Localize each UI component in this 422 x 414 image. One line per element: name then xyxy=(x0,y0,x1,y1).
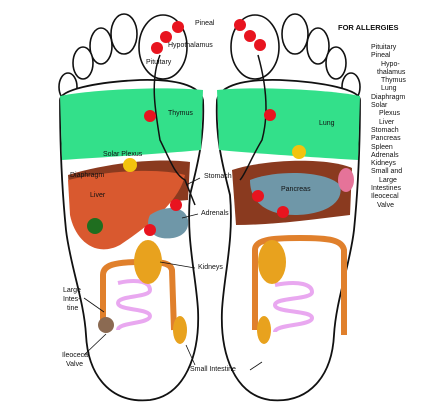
pineal-point-right xyxy=(234,19,246,31)
side-list-item: Intestines xyxy=(371,185,421,193)
label-liver: Liver xyxy=(90,192,105,200)
label-adrenals: Adrenals xyxy=(201,210,229,218)
side-list-item: Solar xyxy=(371,102,421,110)
side-list-item: Hypo- xyxy=(371,61,421,69)
side-list-item: Spleen xyxy=(371,144,421,152)
side-list-item: Thymus xyxy=(371,77,421,85)
solar-plexus-point xyxy=(123,158,137,172)
pineal-point xyxy=(172,21,184,33)
adrenal-point-right-1 xyxy=(252,190,264,202)
side-list-item: Kidneys xyxy=(371,160,421,168)
title: FOR ALLERGIES xyxy=(338,24,399,32)
pituitary-point-right xyxy=(254,39,266,51)
right-ureter-blob xyxy=(257,316,271,344)
label-pancreas: Pancreas xyxy=(281,186,311,194)
solar-plexus-point-right xyxy=(292,145,306,159)
left-toe-2 xyxy=(111,14,137,54)
side-list-item: Small and xyxy=(371,168,421,176)
label-solar-plexus: Solar Plexus xyxy=(103,151,142,159)
left-ureter-blob xyxy=(173,316,187,344)
spleen xyxy=(338,168,354,192)
side-list-item: Plexus xyxy=(371,110,421,118)
side-list-item: Valve xyxy=(371,202,421,210)
right-kidney xyxy=(258,240,286,284)
thymus-point-right xyxy=(264,109,276,121)
hypothalamus-point-right xyxy=(244,30,256,42)
label-lung: Lung xyxy=(319,120,335,128)
side-list-item: Large xyxy=(371,177,421,185)
side-list-item: Pineal xyxy=(371,52,421,60)
pituitary-point xyxy=(151,42,163,54)
right-lung-zone xyxy=(217,88,360,160)
label-stomach: Stomach xyxy=(204,173,232,181)
label-hypothalamus: Hypothalamus xyxy=(168,42,213,50)
right-foot xyxy=(217,14,360,400)
label-pineal: Pineal xyxy=(195,20,214,28)
side-list-item: Adrenals xyxy=(371,152,421,160)
label-large-intestine-2: Intes- xyxy=(63,296,81,304)
label-large-intestine-1: Large xyxy=(63,287,81,295)
gallbladder xyxy=(87,218,103,234)
side-list-item: Liver xyxy=(371,119,421,127)
label-thymus: Thymus xyxy=(168,110,193,118)
ileocecal-valve xyxy=(98,317,114,333)
adrenal-point-left-1 xyxy=(170,199,182,211)
side-list-item: Stomach xyxy=(371,127,421,135)
label-ileocecal-2: Valve xyxy=(66,361,83,369)
label-kidneys: Kidneys xyxy=(198,264,223,272)
right-toe-2 xyxy=(282,14,308,54)
thymus-point xyxy=(144,110,156,122)
left-toe-4 xyxy=(73,47,93,79)
left-kidney xyxy=(134,240,162,284)
label-ileocecal-1: Ileocecal xyxy=(62,352,90,360)
side-list-item: Pituitary xyxy=(371,44,421,52)
label-pituitary: Pituitary xyxy=(146,59,171,67)
side-list-item: Lung xyxy=(371,85,421,93)
adrenal-point-left-2 xyxy=(144,224,156,236)
label-large-intestine-3: tine xyxy=(67,305,78,313)
label-diaphragm: Diaphragm xyxy=(70,172,104,180)
right-toe-4 xyxy=(326,47,346,79)
side-list-item: Diaphragm xyxy=(371,94,421,102)
side-list-item: Pancreas xyxy=(371,135,421,143)
side-list-item: thalamus xyxy=(371,69,421,77)
adrenal-point-right-2 xyxy=(277,206,289,218)
left-foot xyxy=(59,14,203,400)
left-lung-zone xyxy=(60,88,203,160)
label-small-intestine: Small Intestine xyxy=(190,366,236,374)
side-list-item: Ileocecal xyxy=(371,193,421,201)
